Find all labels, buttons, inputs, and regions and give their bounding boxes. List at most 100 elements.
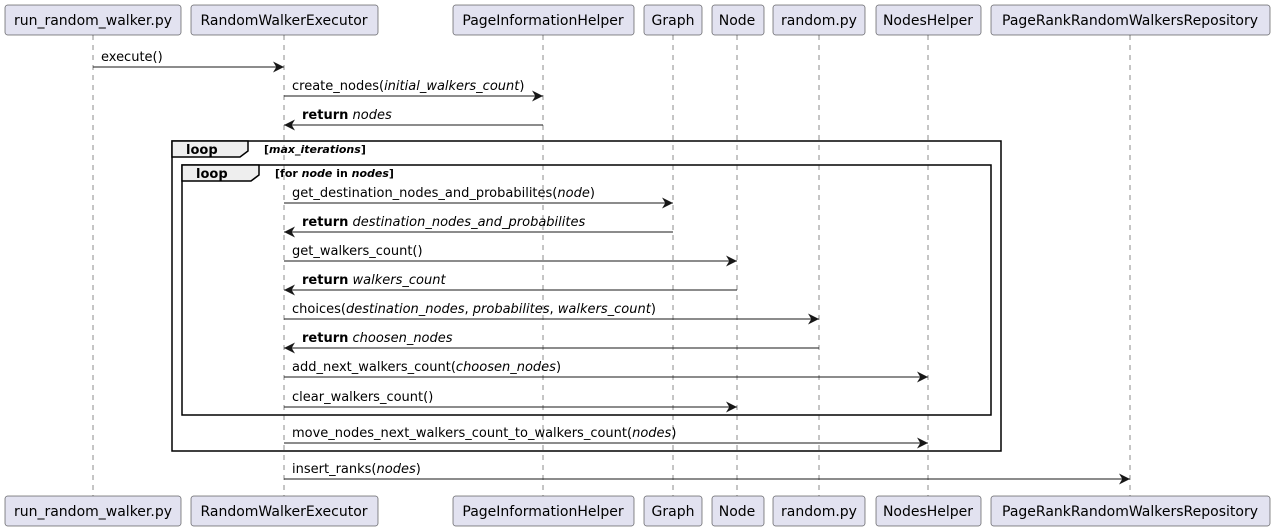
text-run: clear_walkers_count() bbox=[292, 390, 433, 405]
participant-box bbox=[990, 495, 1271, 527]
participant-bottom: Node bbox=[711, 495, 765, 527]
participant-top: NodesHelper bbox=[875, 4, 982, 36]
participant-box bbox=[772, 4, 866, 36]
text-run: nodes bbox=[353, 108, 392, 123]
participant-label: PageInformationHelper bbox=[462, 504, 623, 520]
loop-fragment: loop [max_iterations] bbox=[171, 140, 1002, 452]
text-run: in bbox=[332, 167, 351, 180]
participant-box bbox=[190, 495, 379, 527]
text-run: return bbox=[302, 331, 348, 346]
text-run: move_nodes_next_walkers_count_to_walkers… bbox=[292, 426, 632, 441]
text-run: initial_walkers_count bbox=[384, 79, 520, 94]
text-run: ] bbox=[361, 143, 366, 156]
text-run: ) bbox=[590, 186, 595, 201]
fragment-keyword: loop bbox=[186, 143, 218, 158]
message-label: create_nodes(initial_walkers_count) bbox=[292, 79, 524, 94]
participant-label: random.py bbox=[781, 504, 857, 520]
participant-label: RandomWalkerExecutor bbox=[200, 13, 367, 29]
text-run: choosen_nodes bbox=[353, 331, 453, 346]
message: execute() bbox=[93, 50, 284, 73]
participant-label: RandomWalkerExecutor bbox=[200, 504, 367, 520]
participant-label: PageRankRandomWalkersRepository bbox=[1002, 504, 1258, 520]
participant-bottom: random.py bbox=[772, 495, 866, 527]
message: return walkers_count bbox=[284, 273, 737, 296]
participant-top: PageInformationHelper bbox=[452, 4, 635, 36]
message-label: add_next_walkers_count(choosen_nodes) bbox=[292, 360, 561, 375]
message-label: clear_walkers_count() bbox=[292, 390, 433, 405]
message-label: return destination_nodes_and_probabilite… bbox=[302, 215, 585, 230]
text-run: choosen_nodes bbox=[456, 360, 556, 375]
text-run: max_iterations bbox=[269, 143, 361, 156]
text-run: destination_nodes bbox=[346, 302, 465, 317]
message: insert_ranks(nodes) bbox=[284, 462, 1130, 485]
message: return destination_nodes_and_probabilite… bbox=[284, 215, 673, 238]
participant-label: PageRankRandomWalkersRepository bbox=[1002, 13, 1258, 29]
participant-top: Node bbox=[711, 4, 765, 36]
text-run: walkers_count bbox=[558, 302, 652, 317]
text-run: , bbox=[465, 302, 473, 317]
text-run: get_destination_nodes_and_probabilites( bbox=[292, 186, 557, 201]
message: choices(destination_nodes, probabilites,… bbox=[284, 302, 819, 325]
fragment-guard: [max_iterations] bbox=[264, 143, 366, 156]
participant-box bbox=[190, 4, 379, 36]
participant-top: run_random_walker.py bbox=[4, 4, 182, 36]
message: create_nodes(initial_walkers_count) bbox=[284, 79, 543, 102]
text-run: execute() bbox=[101, 50, 163, 65]
message-label: choices(destination_nodes, probabilites,… bbox=[292, 302, 656, 317]
participant-box bbox=[875, 495, 982, 527]
text-run: add_next_walkers_count( bbox=[292, 360, 456, 375]
message-label: execute() bbox=[101, 50, 163, 65]
participant-box bbox=[452, 495, 635, 527]
text-run: [for bbox=[275, 167, 302, 180]
participant-label: Graph bbox=[652, 13, 695, 29]
participant-top: Graph bbox=[643, 4, 703, 36]
participant-top: PageRankRandomWalkersRepository bbox=[990, 4, 1271, 36]
participant-bottom: Graph bbox=[643, 495, 703, 527]
text-run: choices( bbox=[292, 302, 346, 317]
participant-label: NodesHelper bbox=[883, 504, 973, 520]
message-label: return choosen_nodes bbox=[302, 331, 453, 346]
participant-bottom: PageInformationHelper bbox=[452, 495, 635, 527]
fragment-border bbox=[171, 140, 1002, 452]
text-run: insert_ranks( bbox=[292, 462, 377, 477]
text-run: node bbox=[557, 186, 589, 201]
text-run: destination_nodes_and_probabilites bbox=[353, 215, 586, 230]
participant-bottom: RandomWalkerExecutor bbox=[190, 495, 379, 527]
loop-fragment: loop[for node in nodes] bbox=[181, 164, 992, 416]
text-run: ) bbox=[556, 360, 561, 375]
fragment-border bbox=[181, 164, 992, 416]
participant-box bbox=[772, 495, 866, 527]
message: get_walkers_count() bbox=[284, 244, 737, 267]
text-run: return bbox=[302, 108, 348, 123]
text-run: node bbox=[302, 167, 333, 180]
message-label: move_nodes_next_walkers_count_to_walkers… bbox=[292, 426, 676, 441]
text-run: probabilites bbox=[472, 302, 550, 317]
participant-box bbox=[711, 495, 765, 527]
participant-label: random.py bbox=[781, 13, 857, 29]
text-run: , bbox=[550, 302, 558, 317]
fragment-tab bbox=[181, 164, 260, 182]
participant-box bbox=[4, 4, 182, 36]
message: get_destination_nodes_and_probabilites(n… bbox=[284, 186, 673, 209]
message: return choosen_nodes bbox=[284, 331, 819, 354]
text-run: return bbox=[302, 273, 348, 288]
participant-box bbox=[990, 4, 1271, 36]
fragment-tab bbox=[171, 140, 249, 158]
message-label: get_destination_nodes_and_probabilites(n… bbox=[292, 186, 595, 201]
text-run: walkers_count bbox=[353, 273, 447, 288]
message-label: get_walkers_count() bbox=[292, 244, 423, 259]
text-run: ) bbox=[416, 462, 421, 477]
text-run: [ bbox=[264, 143, 269, 156]
text-run: nodes bbox=[632, 426, 671, 441]
participant-label: Node bbox=[719, 13, 756, 29]
text-run: create_nodes( bbox=[292, 79, 384, 94]
participant-label: run_random_walker.py bbox=[14, 13, 172, 29]
message-label: insert_ranks(nodes) bbox=[292, 462, 421, 477]
participant-box bbox=[643, 495, 703, 527]
participant-box bbox=[4, 495, 182, 527]
participant-box bbox=[875, 4, 982, 36]
participant-box bbox=[711, 4, 765, 36]
message: move_nodes_next_walkers_count_to_walkers… bbox=[284, 426, 928, 449]
text-run: get_walkers_count() bbox=[292, 244, 423, 259]
